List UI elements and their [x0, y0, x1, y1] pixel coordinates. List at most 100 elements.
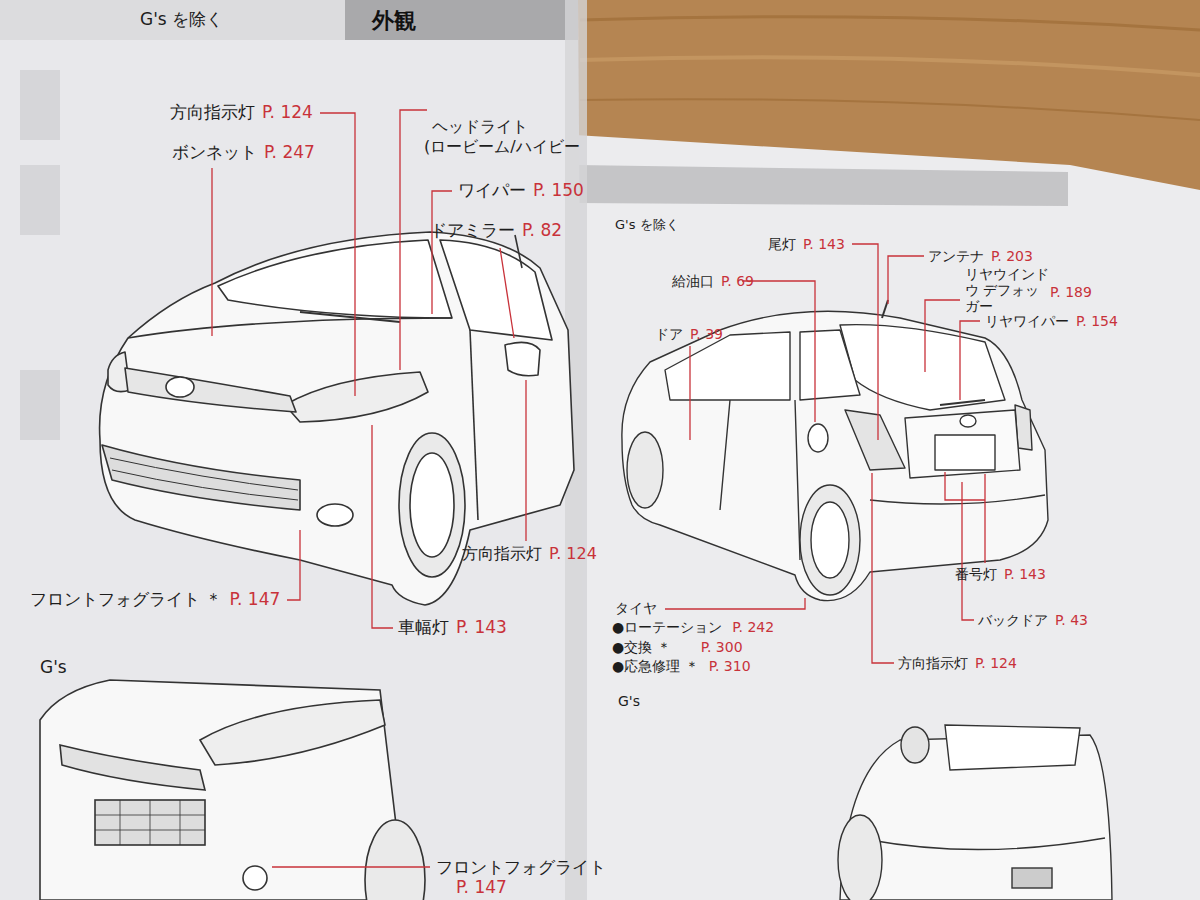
leader-lines — [888, 256, 924, 304]
callout-group: 方向指示灯 P. 124 — [898, 655, 1017, 671]
car-front-illustration — [100, 232, 574, 605]
leader-lines — [742, 281, 815, 422]
car-rear-illustration — [720, 400, 800, 560]
page-reference: P. 124 — [975, 655, 1017, 671]
callout-group: (ロービーム/ハイビー — [424, 138, 580, 156]
page-reference: P. 247 — [264, 143, 315, 163]
part-name: 番号灯 — [955, 566, 997, 582]
part-name: 尾灯 — [768, 236, 796, 252]
leader-lines — [272, 866, 430, 867]
car-rear-illustration — [800, 330, 860, 400]
car-front-illustration — [110, 458, 298, 500]
car-front-illustration — [300, 312, 400, 322]
gs-rear-illustration — [1012, 868, 1052, 888]
page-reference: P. 39 — [690, 326, 723, 342]
leader-lines — [852, 244, 878, 440]
gs-rear-illustration — [870, 838, 1105, 850]
leader-lines — [432, 191, 452, 314]
left-page — [0, 0, 345, 40]
car-rear-illustration — [935, 435, 995, 470]
right-page — [577, 165, 1068, 206]
callout-group: ドアミラーP. 82 — [430, 221, 562, 241]
part-name: (ロービーム/ハイビー — [424, 138, 580, 156]
car-rear-illustration — [627, 432, 663, 508]
part-name: ドアミラー — [430, 221, 515, 241]
left-page — [20, 370, 60, 440]
car-front-illustration — [125, 368, 296, 412]
car-front-illustration — [128, 318, 452, 338]
page-reference: P. 69 — [721, 273, 754, 289]
car-front-illustration — [100, 232, 574, 605]
gs-rear-illustration — [901, 727, 929, 763]
callout-group: 給油口P. 69 — [672, 273, 754, 289]
callout-group: G's を除く — [615, 218, 679, 233]
callout-group: 車幅灯P. 143 — [398, 618, 507, 638]
part-name: ●ローテーション — [612, 619, 722, 635]
leader-lines — [960, 321, 980, 400]
car-rear-illustration — [940, 400, 985, 405]
callout-group: ●交換 ＊ P. 300 — [612, 639, 743, 655]
page-reference: P. 300 — [701, 639, 743, 655]
callout-group: G's を除く — [140, 10, 223, 30]
car-rear-illustration — [800, 485, 860, 595]
gs-front-illustration — [95, 800, 205, 845]
callout-group: アンテナP. 203 — [928, 248, 1033, 264]
part-name: リヤウインドウ デフォッガー — [965, 266, 1049, 314]
leader-lines — [689, 346, 690, 440]
right-page — [575, 135, 1200, 900]
gs-rear-illustration — [838, 725, 1112, 900]
page-reference: P. 147 — [456, 878, 507, 898]
callout-group: フロントフォグライト — [436, 858, 606, 878]
part-name: ヘッドライト — [432, 118, 528, 136]
callout-group: ヘッドライト — [432, 118, 528, 136]
callout-group: 尾灯 P. 143 — [768, 236, 845, 252]
car-rear-illustration — [960, 415, 976, 427]
page-reference: P. 143 — [803, 236, 845, 252]
page-reference: P. 143 — [1004, 566, 1046, 582]
car-front-illustration — [505, 342, 540, 375]
part-name: フロントフォグライト ＊ — [30, 590, 222, 610]
car-rear-illustration — [882, 300, 888, 318]
car-front-illustration — [285, 372, 428, 422]
car-rear-illustration — [905, 410, 1020, 478]
wood-table — [580, 17, 1200, 30]
leader-lines — [212, 110, 985, 867]
page-reference: P. 310 — [709, 658, 751, 674]
callout-group: 番号灯 P. 143 — [955, 566, 1046, 582]
gs-front-illustration — [243, 866, 267, 890]
part-name: リヤワイパー — [985, 313, 1069, 329]
car-rear-illustration — [845, 410, 905, 470]
gs-front-illustration — [95, 800, 205, 845]
part-name: 方向指示灯 — [170, 103, 255, 123]
left-page — [0, 0, 585, 900]
callout-group: リヤワイパーP. 154 — [985, 313, 1118, 329]
page-reference: P. 147 — [229, 590, 280, 610]
car-front-illustration — [317, 504, 353, 526]
leader-lines — [925, 300, 960, 372]
page-reference: P. 143 — [456, 618, 507, 638]
part-name: フロントフォグライト — [436, 858, 606, 878]
leader-lines — [945, 472, 985, 563]
callout-group: バックドアP. 43 — [978, 612, 1088, 628]
left-page — [0, 0, 587, 900]
part-name: 方向指示灯 — [898, 655, 968, 671]
leader-lines — [665, 598, 805, 609]
part-name: G's を除く — [140, 10, 223, 30]
leader-lines — [872, 473, 894, 663]
part-name: 方向指示灯 — [462, 545, 542, 563]
leader-lines — [500, 248, 514, 338]
part-name: ●応急修理 ＊ — [612, 658, 699, 674]
page-reference: P. 43 — [1055, 612, 1088, 628]
car-front-illustration — [515, 235, 522, 268]
left-page — [345, 0, 578, 40]
car-front-illustration — [218, 240, 452, 318]
part-name: タイヤ — [615, 600, 657, 616]
wood-table — [580, 57, 1200, 75]
part-name: ●交換 ＊ — [612, 639, 671, 655]
car-rear-illustration — [622, 311, 1048, 600]
wood-table — [580, 99, 1200, 120]
callout-group: G's — [618, 693, 640, 709]
